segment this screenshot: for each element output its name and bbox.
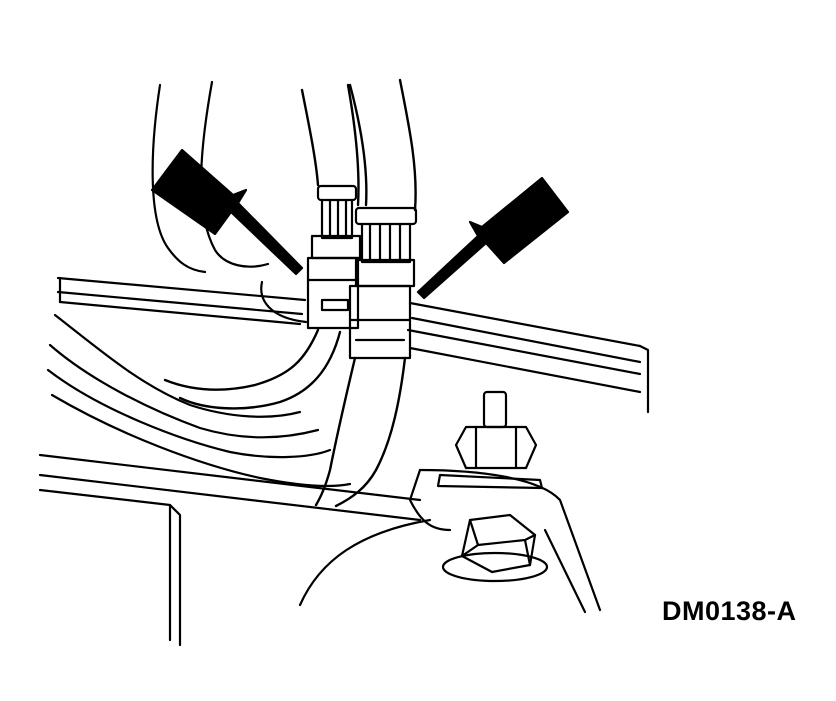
right-hose-connector [348,206,418,360]
left-hose-connector [306,184,362,330]
background-body-contours [151,80,308,324]
lower-body-panels [38,313,422,647]
frame-rail [56,276,650,414]
hose-assembly [163,78,417,508]
upper-nut [436,390,544,490]
figure-id-label: DM0138-A [662,596,797,626]
left-hose-connector-clip [306,256,360,330]
right-hose-connector-clip [348,284,412,360]
left-pointer-arrow [150,148,304,276]
right-pointer-arrow [416,176,570,300]
lower-bolt-head [441,513,549,583]
